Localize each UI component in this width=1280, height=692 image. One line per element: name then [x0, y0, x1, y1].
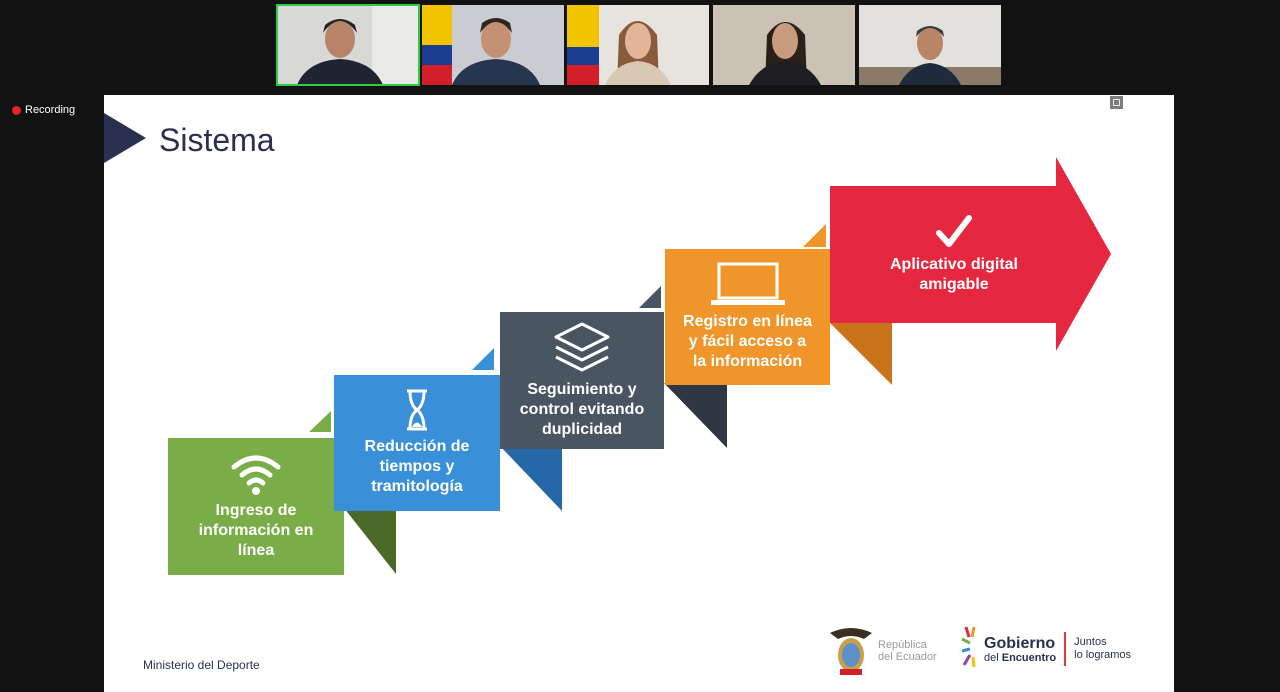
gobierno-sunburst-icon [961, 626, 976, 668]
recording-indicator: Recording [12, 104, 75, 116]
step-label: Ingreso de información en línea [198, 501, 314, 559]
step-label: Aplicativo digital amigable [889, 255, 1018, 293]
participant-video-2[interactable] [422, 5, 564, 85]
checkmark-icon [936, 214, 972, 247]
shared-slide: Sistema Ingreso de información en líne [104, 95, 1174, 692]
fullscreen-icon [1113, 99, 1120, 106]
participant-avatar [277, 5, 419, 85]
arrow-shape [830, 157, 1111, 351]
participant-avatar [422, 5, 564, 85]
hourglass-icon [407, 389, 427, 431]
participant-video-1[interactable] [276, 4, 420, 86]
gobierno-del: del [984, 651, 999, 664]
step-aplicativo: Aplicativo digital amigable [830, 186, 1078, 323]
participant-avatar [567, 5, 709, 85]
footer-ministerio: Ministerio del Deporte [143, 658, 260, 672]
gobierno-encuentro: Encuentro [1001, 651, 1057, 664]
fullscreen-toggle-button[interactable] [1110, 96, 1123, 109]
wifi-icon [231, 455, 281, 495]
step-seguimiento: Seguimiento y control evitando duplicida… [500, 312, 664, 449]
participant-video-3[interactable] [567, 5, 709, 85]
steps-decoration [309, 224, 892, 574]
layers-icon [554, 322, 610, 371]
ecuador-coat-of-arms-icon [830, 628, 872, 675]
republica-line1: República [878, 639, 927, 651]
gobierno-tagline: Juntos lo logramos [1074, 636, 1132, 661]
recording-label: Recording [25, 104, 76, 116]
step-label: Seguimiento y control evitando duplicida… [519, 380, 645, 438]
step-label: Registro en línea y fácil acceso a la in… [683, 313, 812, 370]
participant-avatar [859, 5, 1001, 85]
republica-line2: del Ecuador [878, 651, 937, 663]
record-dot-icon [12, 105, 21, 115]
step-label: Reducción de tiempos y tramitología [364, 438, 470, 495]
slide-chevron-icon [104, 113, 146, 163]
participant-avatar [713, 5, 855, 85]
participant-video-5[interactable] [859, 5, 1001, 85]
step-ingreso: Ingreso de información en línea [168, 438, 344, 575]
step-registro: Registro en línea y fácil acceso a la in… [665, 249, 830, 385]
participant-video-4[interactable] [713, 5, 855, 85]
laptop-icon [710, 262, 785, 305]
slide-title: Sistema [159, 122, 275, 158]
gobierno-word: Gobierno [984, 634, 1056, 652]
logo-republica-ecuador: República del Ecuador [828, 625, 937, 677]
logo-divider [1064, 632, 1067, 666]
step-reduccion: Reducción de tiempos y tramitología [334, 375, 500, 511]
logo-gobierno-encuentro: Gobierno del Encuentro Juntos lo logramo… [960, 625, 1131, 673]
